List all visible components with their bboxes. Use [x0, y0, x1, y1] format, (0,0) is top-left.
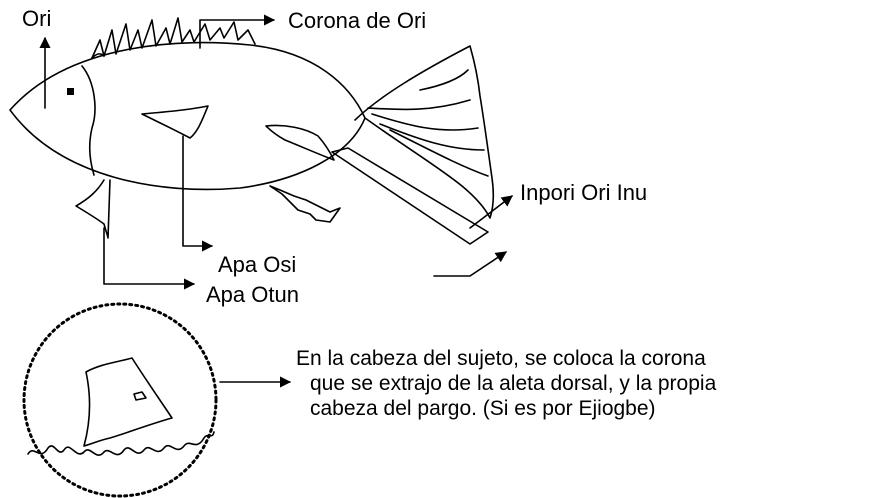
apa-osi-arrow — [182, 135, 214, 252]
note-line-3: cabeza del pargo. (Si es por Ejiogbe) — [310, 397, 656, 420]
tail-fin — [354, 45, 495, 219]
label-apa-osi: Apa Osi — [218, 252, 297, 277]
ventral-fin — [75, 179, 111, 239]
label-apa-otun: Apa Otun — [206, 282, 299, 307]
dorsal-fin-crown — [91, 17, 256, 59]
inset-circle — [22, 302, 218, 498]
inpori-arrow-b — [433, 251, 507, 277]
anal-fin — [269, 185, 341, 223]
tail-rays — [367, 69, 489, 177]
inset-crown — [83, 357, 173, 447]
rear-fin — [265, 124, 335, 161]
inpori-arrow-a — [469, 195, 513, 229]
label-inpori-ori-inu: Inpori Ori Inu — [520, 180, 648, 205]
head-fin — [91, 53, 105, 59]
corona-arrow — [199, 14, 276, 49]
inset-hair — [27, 431, 215, 456]
inpori-strip — [331, 147, 489, 245]
inset-mark — [133, 391, 147, 401]
label-ori: Ori — [22, 6, 52, 31]
apa-otun-arrow — [103, 227, 196, 290]
fish-eye — [67, 88, 74, 95]
note-text: En la cabeza del sujeto, se coloca la co… — [296, 346, 716, 421]
fish-body — [9, 41, 366, 191]
label-corona-de-ori: Corona de Ori — [288, 8, 427, 33]
note-line-1: En la cabeza del sujeto, se coloca la co… — [296, 347, 706, 370]
fish-gill — [81, 65, 96, 176]
pectoral-fin — [141, 105, 209, 139]
note-line-2: que se extrajo de la aleta dorsal, y la … — [310, 372, 717, 395]
